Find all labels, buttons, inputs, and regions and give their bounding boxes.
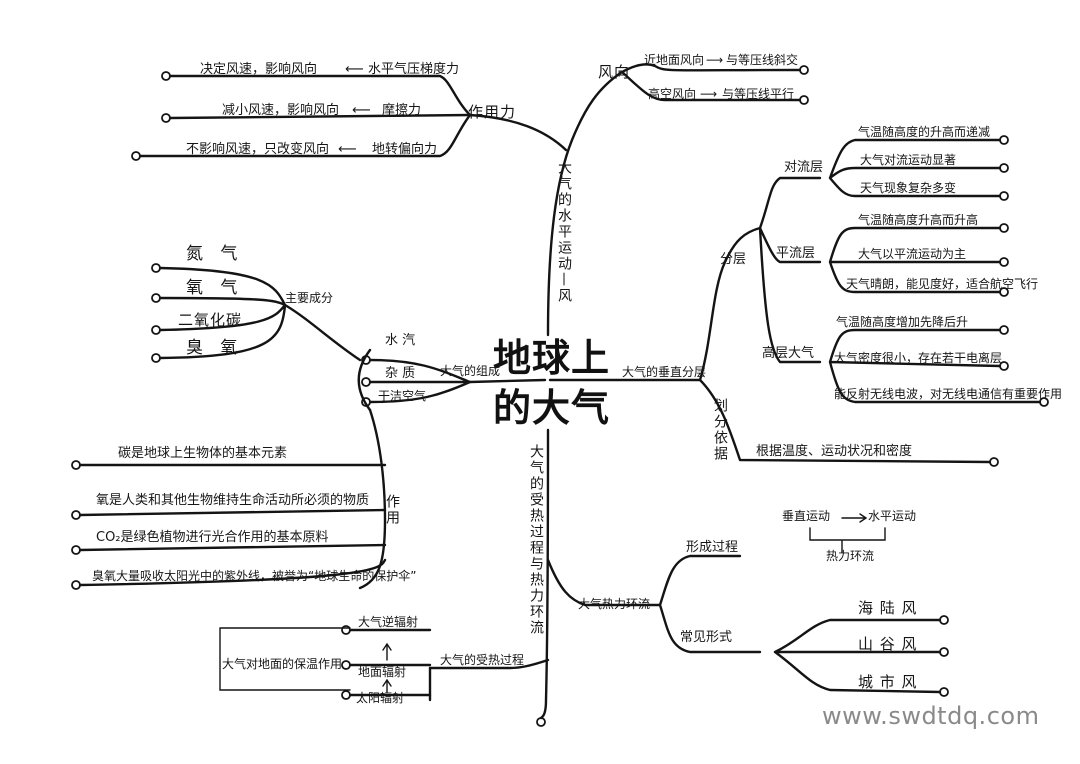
tropo-item-3: 天气现象复杂多变 — [860, 181, 957, 195]
function-ozone: 臭氧大量吸收太阳光中的紫外线，被誉为“地球生命的保护伞” — [92, 569, 417, 583]
force-1-name: 水平气压梯度力 — [368, 62, 460, 77]
strato-item-2: 大气以平流运动为主 — [858, 247, 967, 261]
heat-branch-label: 大气的受热过程与热力环流 — [528, 444, 544, 636]
insulation-effect: 大气对地面的保温作用 — [222, 657, 343, 671]
function-co2: CO₂是绿色植物进行光合作用的基本原料 — [96, 530, 329, 545]
line-composition — [468, 378, 547, 384]
circulation-result: 热力环流 — [826, 549, 875, 563]
wind-branch-label: 大气的水平运动—风 — [556, 160, 572, 304]
gas-co2: 二氧化碳 — [178, 311, 243, 329]
direction-1-arrow: ⟶ — [706, 53, 724, 67]
force-1-arrow: ⟵ — [345, 62, 364, 77]
counter-radiation: 大气逆辐射 — [358, 615, 419, 629]
direction-1-rule: 与等压线斜交 — [726, 53, 799, 67]
line-heat-circulation — [546, 558, 662, 607]
ground-radiation: 地面辐射 — [358, 665, 407, 679]
line-process-items — [348, 628, 432, 697]
form-sea-land: 海 陆 风 — [858, 599, 918, 617]
direction-2-type: 高空风向 — [648, 87, 697, 101]
line-forces — [168, 74, 472, 117]
gas-oxygen: 氧 气 — [186, 278, 244, 298]
upper-item-2: 大气密度很小，存在若干电离层 — [834, 351, 1003, 365]
layers-basis: 根据温度、运动状况和密度 — [756, 444, 913, 459]
main-components-label: 主要成分 — [285, 291, 334, 305]
part-water: 水 汽 — [385, 333, 416, 348]
line-strato-items — [828, 226, 1002, 294]
line-tropo-items — [828, 138, 1002, 198]
layers-split-label: 分层 — [720, 252, 747, 267]
line-parts-trunk — [368, 358, 472, 404]
composition-label: 大气的组成 — [440, 364, 501, 378]
line-direction — [620, 63, 802, 74]
trunk-upper — [546, 70, 624, 337]
line-layer-basis — [698, 378, 992, 464]
vertical-motion: 垂直运动 — [782, 509, 831, 523]
circulation-label: 大气热力环流 — [578, 597, 651, 611]
direction-2-arrow: ⟶ — [700, 87, 718, 101]
line-direction-high — [620, 70, 802, 102]
line-main-components — [283, 303, 362, 362]
upper-item-1: 气温随高度增加先降后升 — [836, 315, 969, 329]
gas-ozone: 臭 氧 — [186, 338, 244, 358]
heat-process-label: 大气的受热过程 — [440, 653, 525, 667]
direction-label: 风向 — [598, 63, 631, 81]
title-line-2: 的大气 — [493, 385, 611, 430]
gas-nitrogen: 氮 气 — [186, 244, 244, 264]
functions-label: 作用 — [384, 494, 400, 526]
strato-item-1: 气温随高度升高而升高 — [858, 213, 979, 227]
upper-label: 高层大气 — [762, 346, 815, 361]
line-layer-split — [698, 226, 762, 382]
line-common-forms — [773, 618, 942, 694]
part-impurity: 杂 质 — [385, 366, 416, 381]
common-forms-label: 常见形式 — [680, 630, 733, 645]
box-heat-effect — [219, 627, 351, 691]
line-circulation-forms — [658, 554, 762, 654]
function-carbon: 碳是地球上生物体的基本元素 — [118, 446, 288, 461]
force-3-effect: 不影响风速，只改变风向 — [186, 142, 330, 157]
line-force-coriolis — [138, 113, 472, 158]
force-2-effect: 减小风速，影响风向 — [222, 103, 340, 118]
line-gases — [158, 266, 287, 360]
force-2-name: 摩擦力 — [382, 103, 422, 118]
line-force-friction — [168, 113, 472, 120]
form-mountain-valley: 山 谷 风 — [858, 635, 918, 653]
line-end-knots — [71, 65, 1049, 727]
direction-1-type: 近地面风向 — [644, 53, 705, 67]
tropo-item-1: 气温随高度的升高而递减 — [858, 125, 991, 139]
tropo-item-2: 大气对流运动显著 — [860, 153, 957, 167]
formation-label: 形成过程 — [686, 540, 739, 555]
layers-basis-label: 划分依据 — [712, 398, 728, 462]
arrow-circulation — [809, 513, 886, 553]
stratosphere-label: 平流层 — [776, 246, 816, 261]
line-heat-process — [428, 658, 550, 670]
forces-label: 作用力 — [468, 103, 517, 121]
sun-radiation: 太阳辐射 — [356, 691, 405, 705]
layers-label: 大气的垂直分层 — [622, 365, 707, 379]
troposphere-label: 对流层 — [784, 160, 824, 175]
part-dry-air: 干洁空气 — [378, 389, 427, 403]
force-3-name: 地转偏向力 — [372, 142, 438, 157]
upper-item-3: 能反射无线电波，对无线电通信有重要作用 — [834, 387, 1063, 401]
horizontal-motion: 水平运动 — [868, 509, 917, 523]
form-city: 城 市 风 — [858, 673, 918, 691]
line-layer-branches — [758, 176, 822, 364]
line-function-items — [78, 463, 387, 587]
force-3-arrow: ⟵ — [338, 142, 357, 157]
function-oxygen: 氧是人类和其他生物维持生命活动所必须的物质 — [96, 493, 370, 508]
watermark-url: www.swdtdq.com — [822, 702, 1040, 730]
direction-2-rule: 与等压线平行 — [722, 87, 795, 101]
force-1-effect: 决定风速，影响风向 — [200, 62, 318, 77]
arrow-radiation — [382, 642, 392, 693]
strato-item-3: 天气晴朗，能见度好，适合航空飞行 — [846, 277, 1039, 291]
trunk-lower — [539, 428, 550, 720]
line-upper-items — [828, 328, 1042, 404]
title-line-1: 地球上 — [493, 335, 611, 380]
line-functions — [358, 408, 387, 590]
force-2-arrow: ⟵ — [352, 103, 371, 118]
trunk-wind-branch — [468, 113, 568, 152]
